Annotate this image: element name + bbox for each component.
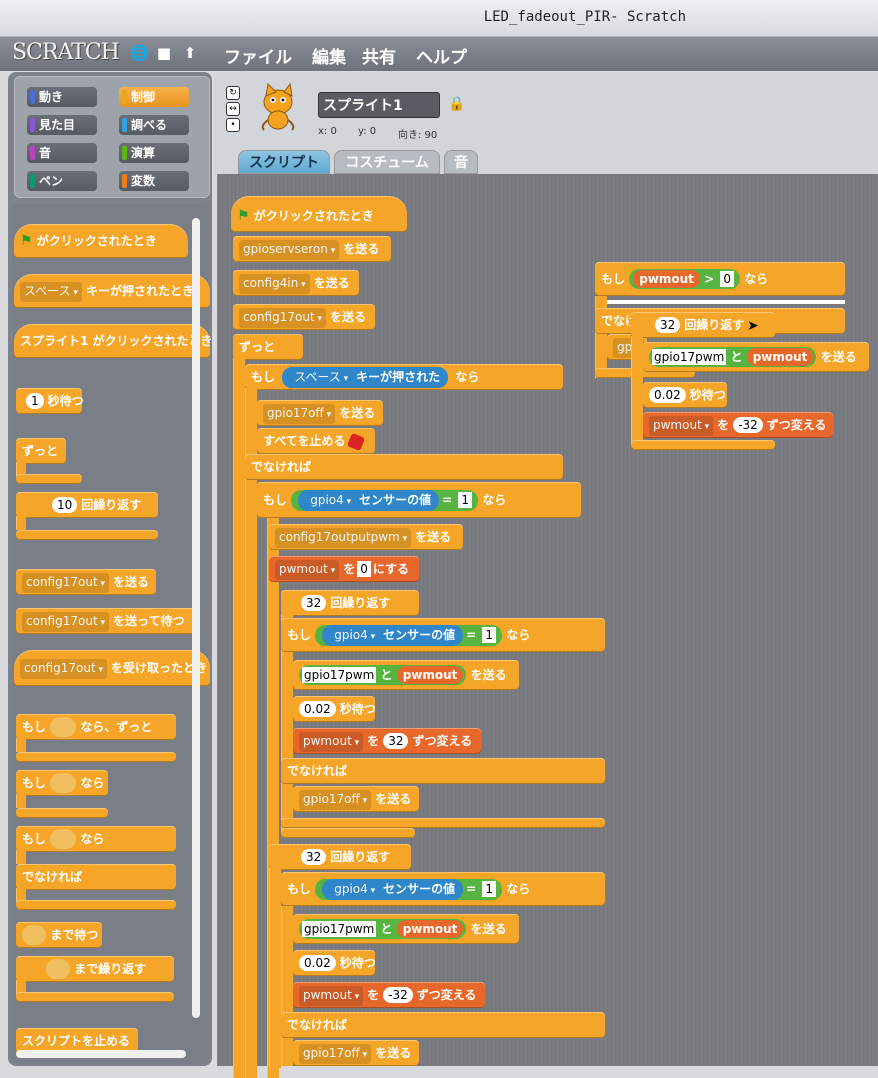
palette-when-sprite-clicked[interactable]: スプライト1 がクリックされたとき: [14, 324, 213, 358]
tab-scripts[interactable]: スクリプト: [238, 150, 330, 174]
broadcast-block[interactable]: gpio17offを送る: [293, 786, 419, 812]
share-icon[interactable]: ⬆: [183, 44, 197, 62]
category-selector: 動き 制御 見た目 調べる 音 演算 ペン 変数: [14, 76, 210, 198]
scratch-logo: SCRATCH: [12, 40, 120, 65]
category-operators[interactable]: 演算: [119, 143, 189, 163]
broadcast-join-block[interactable]: gpio17pwm と pwmout を送る: [293, 914, 519, 944]
stop-all-block[interactable]: すべてを止める: [257, 428, 375, 454]
set-variable-block[interactable]: pwmoutを0にする: [269, 556, 419, 582]
stop-sign-icon: [347, 432, 366, 451]
category-motion[interactable]: 動き: [27, 87, 97, 107]
drop-indicator: [605, 300, 845, 304]
palette-scrollbar[interactable]: [192, 218, 200, 1018]
block-palette: ⚑ がクリックされたとき スペースキーが押されたとき スプライト1 がクリックさ…: [12, 204, 213, 1064]
broadcast-join-block[interactable]: gpio17pwm と pwmout を送る: [293, 660, 519, 690]
rotation-style-buttons: ↻ ↔ •: [226, 86, 240, 132]
palette-wait-until[interactable]: まで待つ: [16, 922, 102, 948]
broadcast-block[interactable]: gpio17offを送る: [293, 1040, 419, 1066]
palette-forever[interactable]: ずっと: [16, 438, 66, 464]
rotate-icon[interactable]: ↻: [226, 86, 240, 100]
menu-help[interactable]: ヘルプ: [416, 48, 467, 68]
sprite-x: x: 0: [318, 126, 337, 137]
menu-share[interactable]: 共有: [362, 48, 396, 68]
category-control[interactable]: 制御: [119, 87, 189, 107]
when-flag-clicked[interactable]: ⚑ がクリックされたとき: [231, 196, 407, 232]
category-variables[interactable]: 変数: [119, 171, 189, 191]
palette-if-else[interactable]: もし なら: [16, 826, 176, 852]
sprite-thumbnail[interactable]: [254, 82, 304, 132]
category-looks[interactable]: 見た目: [27, 115, 97, 135]
change-variable-block[interactable]: pwmoutを32ずつ変える: [293, 728, 481, 754]
if-else-block[interactable]: もし スペースキーが押された なら: [245, 364, 563, 390]
broadcast-block[interactable]: config4inを送る: [233, 270, 359, 296]
else-label: でなければ: [281, 1012, 605, 1038]
palette-broadcast[interactable]: config17outを送る: [16, 569, 156, 595]
floating-broadcast-join-block[interactable]: gpio17pwm と pwmout を送る: [643, 342, 869, 372]
broadcast-block[interactable]: gpio17offを送る: [257, 400, 383, 426]
sprite-direction: 向き: 90: [398, 130, 438, 141]
broadcast-block[interactable]: config17outを送る: [233, 304, 375, 330]
flip-icon[interactable]: ↔: [226, 102, 240, 116]
broadcast-block[interactable]: gpioservseronを送る: [233, 236, 391, 262]
palette-if-forever[interactable]: もし なら、ずっと: [16, 714, 176, 740]
tab-sounds[interactable]: 音: [444, 150, 478, 174]
tab-costumes[interactable]: コスチューム: [334, 150, 440, 174]
menu-bar: [0, 37, 878, 71]
palette-when-key-pressed[interactable]: スペースキーが押されたとき: [14, 274, 210, 308]
sprite-name-field[interactable]: スプライト1: [318, 92, 440, 118]
menu-edit[interactable]: 編集: [312, 48, 346, 68]
palette-repeat-until[interactable]: まで繰り返す: [16, 956, 174, 982]
sprite-y: y: 0: [358, 126, 377, 137]
green-flag-icon: ⚑: [237, 208, 250, 224]
else-label: でなければ: [245, 454, 563, 480]
no-rotate-icon[interactable]: •: [226, 118, 240, 132]
broadcast-block[interactable]: config17outputpwmを送る: [269, 524, 463, 550]
title-bar: LED_fadeout_PIR- Scratch: [0, 0, 878, 37]
if-else-block[interactable]: もし gpio4センサーの値= 1 なら: [257, 482, 581, 518]
menu-file[interactable]: ファイル: [224, 48, 292, 68]
save-icon[interactable]: ■: [156, 44, 172, 62]
if-else-block[interactable]: もし gpio4センサーの値= 1 なら: [281, 872, 605, 906]
lock-icon[interactable]: 🔒: [448, 96, 466, 112]
mouse-cursor-icon: ➤: [747, 318, 759, 334]
window-title: LED_fadeout_PIR- Scratch: [483, 9, 686, 25]
palette-hscrollbar[interactable]: [16, 1050, 186, 1058]
if-else-block[interactable]: もし gpio4センサーの値= 1 なら: [281, 618, 605, 652]
script-area[interactable]: ⚑ がクリックされたとき gpioservseronを送る config4inを…: [217, 174, 878, 1078]
forever-block[interactable]: ずっと: [233, 334, 303, 360]
palette-broadcast-wait[interactable]: config17outを送って待つ: [16, 608, 200, 634]
palette-stop-script[interactable]: スクリプトを止める: [16, 1028, 138, 1054]
category-sensing[interactable]: 調べる: [119, 115, 189, 135]
palette-when-receive[interactable]: config17outを受け取ったとき: [14, 650, 210, 686]
category-pen[interactable]: ペン: [27, 171, 97, 191]
floating-if-else-block[interactable]: もし pwmout > 0 なら: [595, 262, 845, 296]
category-sound[interactable]: 音: [27, 143, 97, 163]
green-flag-icon: ⚑: [20, 233, 33, 249]
palette-if[interactable]: もし なら: [16, 770, 108, 796]
palette-when-flag-clicked[interactable]: ⚑ がクリックされたとき: [14, 224, 188, 258]
globe-icon[interactable]: 🌐: [130, 44, 149, 62]
else-label: でなければ: [281, 758, 605, 784]
